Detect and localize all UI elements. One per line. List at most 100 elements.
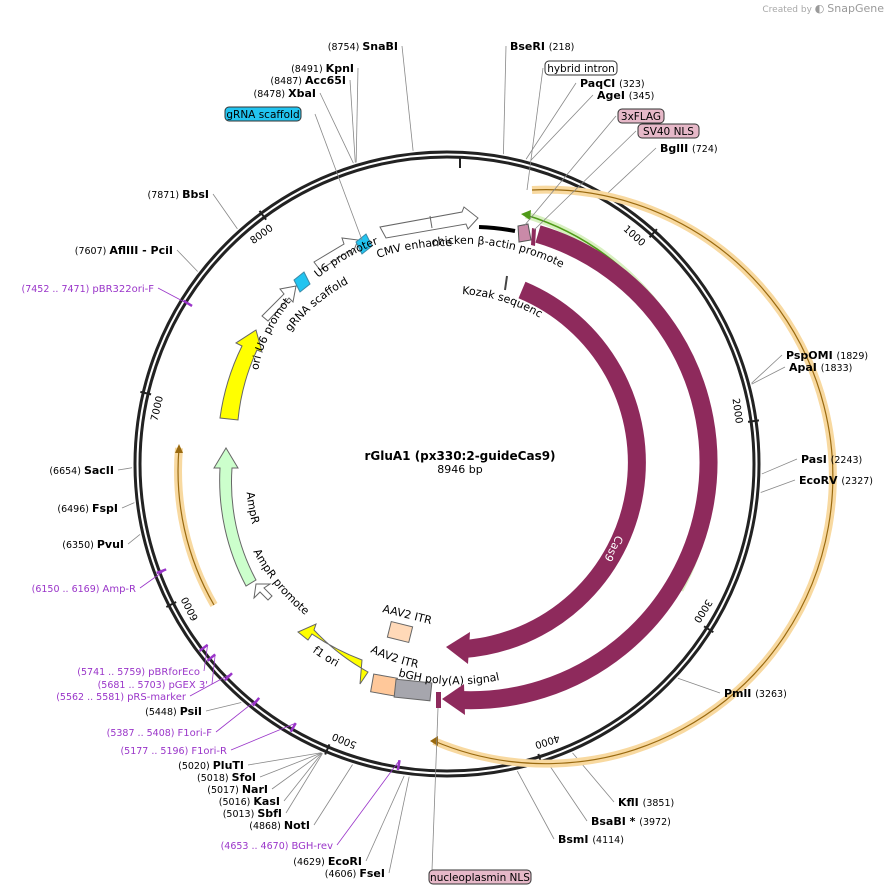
site-position: (6496) bbox=[57, 504, 92, 515]
site-leader-line bbox=[530, 94, 594, 161]
primer-mark bbox=[206, 653, 216, 662]
restriction-site-label[interactable]: (5013) SbfI bbox=[223, 807, 282, 820]
restriction-site-label[interactable]: (6496) FspI bbox=[57, 502, 118, 515]
restriction-site-label[interactable]: (8754) SnaBI bbox=[328, 40, 398, 53]
site-position: (5448) bbox=[145, 707, 180, 718]
ruler-tick-mark bbox=[703, 625, 714, 634]
site-position: (724) bbox=[692, 144, 718, 155]
site-position: (323) bbox=[619, 79, 645, 90]
primer-label[interactable]: (5741 .. 5759) pBRforEco bbox=[77, 667, 200, 678]
f1-ori-arrow bbox=[297, 623, 369, 685]
cas9-inner-arc bbox=[463, 281, 646, 658]
site-leader-line bbox=[127, 534, 141, 545]
boxed-label-leader-line bbox=[526, 67, 544, 191]
site-position: (8487) bbox=[270, 76, 305, 87]
boxed-label-text[interactable]: nucleoplasmin NLS bbox=[430, 872, 530, 884]
site-name: NotI bbox=[284, 819, 310, 832]
restriction-site-label[interactable]: BglII (724) bbox=[660, 142, 718, 155]
primer-name: pBR322ori-F bbox=[92, 284, 154, 295]
site-leader-line bbox=[285, 753, 323, 814]
restriction-site-label[interactable]: (5018) SfoI bbox=[197, 771, 256, 784]
site-leader-line bbox=[547, 762, 588, 822]
primer-mark bbox=[198, 643, 209, 652]
ruler-tick-mark bbox=[747, 419, 760, 423]
cmv-divider bbox=[429, 215, 433, 229]
restriction-site-label[interactable]: PmlI (3263) bbox=[724, 687, 787, 700]
restriction-site-label[interactable]: (4868) NotI bbox=[249, 819, 310, 832]
snapgene-brand: Created by ◐ SnapGene bbox=[762, 2, 884, 15]
primer-label[interactable]: (5562 .. 5581) pRS-marker bbox=[56, 692, 187, 703]
site-name: PasI bbox=[801, 453, 831, 466]
restriction-site-label[interactable]: PaqCI (323) bbox=[580, 77, 645, 90]
aav2-itr-label-1: AAV2 ITR bbox=[381, 602, 433, 627]
site-position: (3851) bbox=[643, 798, 675, 809]
restriction-site-label[interactable]: PasI (2243) bbox=[801, 453, 862, 466]
restriction-site-label[interactable]: (4606) FseI bbox=[325, 867, 385, 880]
restriction-site-label[interactable]: BseRI (218) bbox=[510, 40, 574, 53]
site-name: FspI bbox=[92, 502, 118, 515]
site-position: (5020) bbox=[178, 761, 213, 772]
boxed-label-text[interactable]: hybrid intron bbox=[547, 63, 615, 75]
primer-label[interactable]: (5177 .. 5196) F1ori-R bbox=[120, 746, 227, 757]
orf-arc-left-core bbox=[177, 447, 215, 606]
site-leader-line bbox=[751, 366, 786, 385]
site-name: NarI bbox=[242, 783, 268, 796]
restriction-site-label[interactable]: (8487) Acc65I bbox=[270, 74, 346, 87]
restriction-site-label[interactable]: (6654) SacII bbox=[49, 464, 114, 477]
site-leader-line bbox=[212, 193, 238, 230]
site-name: BbsI bbox=[182, 188, 209, 201]
boxed-label-text[interactable]: 3xFLAG bbox=[621, 111, 661, 123]
restriction-site-label[interactable]: PspOMI (1829) bbox=[786, 349, 868, 362]
restriction-site-label[interactable]: (4629) EcoRI bbox=[293, 855, 362, 868]
site-position: (5018) bbox=[197, 773, 232, 784]
site-name: BsmI bbox=[558, 833, 592, 846]
restriction-site-label[interactable]: (6350) PvuI bbox=[62, 538, 124, 551]
restriction-site-label[interactable]: (5448) PsiI bbox=[145, 705, 202, 718]
aav2-itr-label-2: AAV2 ITR bbox=[369, 643, 420, 671]
primer-label[interactable]: (6150 .. 6169) Amp-R bbox=[32, 584, 136, 595]
orf-arrow-head-green-top bbox=[521, 210, 531, 220]
restriction-site-label[interactable]: (7607) AflIII - PciI bbox=[75, 244, 173, 257]
ori-arrow bbox=[219, 329, 263, 421]
cas9-inner-arrowhead bbox=[446, 632, 470, 664]
restriction-site-label[interactable]: (8478) XbaI bbox=[254, 87, 316, 100]
site-leader-line bbox=[176, 249, 198, 272]
primer-position: (6150 .. 6169) bbox=[32, 584, 103, 595]
restriction-site-label[interactable]: (5020) PluTI bbox=[178, 759, 244, 772]
restriction-site-label[interactable]: (5016) KasI bbox=[219, 795, 280, 808]
primer-label[interactable]: (5387 .. 5408) F1ori-F bbox=[107, 728, 213, 739]
site-name: EcoRI bbox=[328, 855, 362, 868]
site-name: SacII bbox=[84, 464, 114, 477]
ampr-arrow bbox=[213, 447, 257, 587]
site-leader-line bbox=[761, 458, 798, 475]
site-leader-line bbox=[283, 752, 323, 802]
boxed-label-frame bbox=[544, 60, 618, 76]
restriction-site-label[interactable]: KflI (3851) bbox=[618, 796, 674, 809]
site-leader-lines bbox=[117, 45, 798, 874]
restriction-site-label[interactable]: ApaI (1833) bbox=[789, 361, 852, 374]
boxed-label-text[interactable]: gRNA scaffold bbox=[226, 109, 299, 121]
primer-label[interactable]: (5681 .. 5703) pGEX 3' bbox=[98, 680, 208, 691]
restriction-site-label[interactable]: BsaBI * (3972) bbox=[591, 815, 671, 828]
restriction-site-label[interactable]: (8491) KpnI bbox=[291, 62, 354, 75]
site-name: XbaI bbox=[288, 87, 316, 100]
primer-position: (4653 .. 4670) bbox=[221, 841, 292, 852]
site-leader-line bbox=[751, 354, 783, 384]
restriction-site-label[interactable]: EcoRV (2327) bbox=[799, 474, 873, 487]
restriction-site-label[interactable]: (7871) BbsI bbox=[147, 188, 209, 201]
primer-label[interactable]: (4653 .. 4670) BGH-rev bbox=[221, 841, 333, 852]
restriction-site-label[interactable]: (5017) NarI bbox=[207, 783, 268, 796]
boxed-label-text[interactable]: SV40 NLS bbox=[643, 126, 694, 138]
primer-mark bbox=[396, 760, 401, 771]
primer-label[interactable]: (7452 .. 7471) pBR322ori-F bbox=[22, 284, 155, 295]
site-position: (7871) bbox=[147, 190, 182, 201]
site-leader-line bbox=[355, 67, 359, 163]
orf-arrow-head-bottom bbox=[430, 736, 438, 746]
restriction-site-label[interactable]: BsmI (4114) bbox=[558, 833, 624, 846]
primer-position: (5177 .. 5196) bbox=[120, 746, 191, 757]
cas9-outer-arc bbox=[459, 225, 718, 710]
ruler-tick-label: 5000 bbox=[331, 730, 359, 750]
restriction-site-label[interactable]: AgeI (345) bbox=[597, 89, 654, 102]
site-position: (6654) bbox=[49, 466, 84, 477]
site-name: SbfI bbox=[257, 807, 282, 820]
